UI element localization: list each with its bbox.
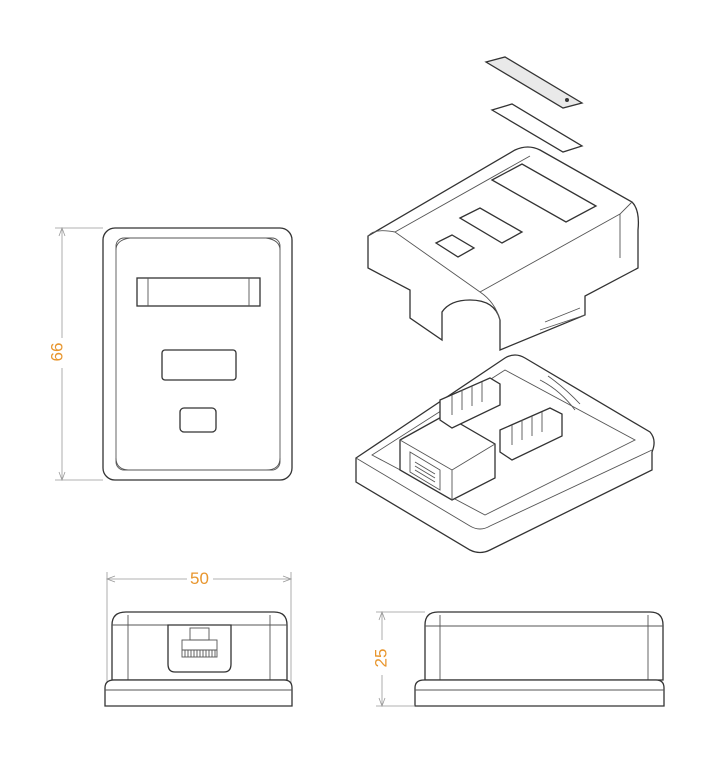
port-window — [161, 349, 237, 381]
dimension-depth-label: 25 — [371, 648, 391, 668]
bottom-view — [104, 611, 293, 707]
dimension-width-label: 50 — [190, 569, 209, 588]
label-strips — [484, 56, 584, 153]
dimension-depth — [376, 610, 425, 708]
dimension-height-label: 66 — [47, 342, 67, 362]
dimension-height — [55, 226, 103, 482]
base-isometric — [355, 354, 655, 554]
small-window — [179, 407, 217, 433]
front-view — [102, 227, 293, 481]
label-window — [136, 277, 261, 307]
cover-isometric — [367, 146, 640, 351]
rj45-port — [167, 624, 232, 673]
side-view — [414, 611, 665, 707]
